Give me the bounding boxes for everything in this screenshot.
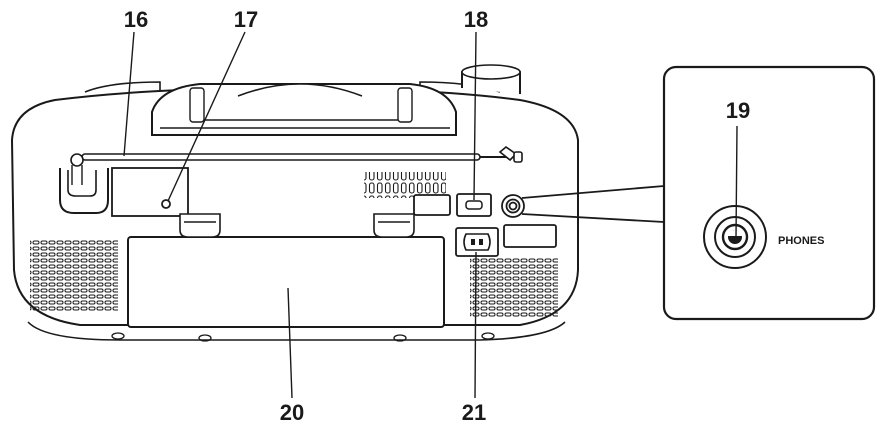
jack-label: PHONES [778, 235, 824, 247]
rear-switch [456, 193, 492, 217]
phones-jack-closeup [703, 205, 767, 269]
callout-17: 17 [234, 7, 258, 32]
top-knob [461, 64, 521, 94]
label-panel [111, 167, 189, 217]
inset-panel: PHONES 19 [662, 65, 876, 321]
inset-connector [521, 185, 665, 223]
callout-16: 16 [124, 7, 148, 32]
leader-line-19 [735, 125, 738, 239]
cd-lid [151, 83, 457, 136]
right-speaker-grille [470, 258, 558, 318]
rear-panel-cutouts [413, 194, 557, 248]
left-speaker-grille [30, 240, 118, 312]
antenna-holder [59, 153, 109, 214]
callout-20: 20 [280, 400, 304, 425]
rear-vents [364, 172, 446, 198]
callout-18: 18 [464, 7, 488, 32]
leader-lines [123, 31, 477, 399]
ac-inlet [455, 227, 499, 257]
callout-19: 19 [726, 98, 750, 123]
callout-21: 21 [462, 400, 486, 425]
phones-jack-body [501, 194, 525, 218]
battery-cover [127, 213, 445, 328]
